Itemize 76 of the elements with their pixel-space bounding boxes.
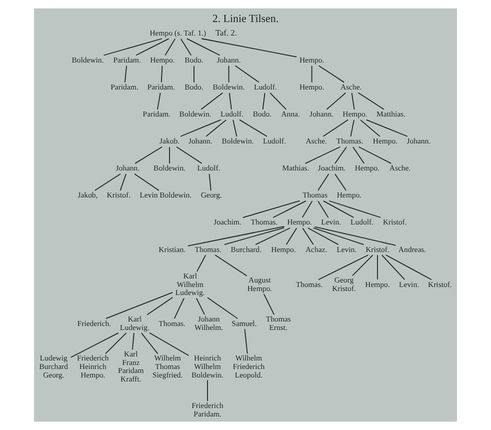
connector [134,173,160,191]
connector [270,92,287,110]
connector [70,332,119,358]
connector [232,119,238,137]
connector [314,226,396,246]
connector [160,65,163,83]
connector [358,92,384,110]
connector [169,146,170,164]
connector [318,65,345,83]
connector [322,200,354,218]
connector [196,298,205,316]
connector [200,92,224,110]
connector [132,332,134,350]
connector [334,146,347,164]
connector [255,228,290,245]
connector [180,38,192,56]
connector [318,200,329,218]
connector [140,332,158,354]
connector [302,200,313,218]
connector [94,173,121,191]
connector [328,200,382,218]
connector [103,38,162,56]
connector [326,92,346,110]
connector [201,38,297,58]
connector [302,228,314,246]
connector [322,119,348,137]
connector [105,332,127,354]
connector [174,298,184,319]
connector [318,254,369,280]
connector [304,146,341,164]
connector [272,200,306,218]
diagram-title: 2. Linie Tilsen. [212,13,279,26]
connector [350,119,354,137]
connector [318,174,330,191]
connector [164,38,176,56]
connector [214,254,248,276]
connector [228,92,232,110]
connector [180,119,222,137]
connector [186,38,220,56]
connector [360,119,380,137]
connector [385,254,432,280]
connector [352,146,365,164]
connector [308,228,339,245]
connector [377,254,378,280]
connector [120,174,126,191]
connector [263,294,275,316]
connector [311,65,312,83]
connector [352,254,374,276]
connector [207,297,238,319]
connector [234,65,260,83]
connector [286,228,298,246]
connector [228,65,230,83]
connector [242,200,300,218]
connector [149,332,190,356]
connector [176,146,202,164]
connector [351,92,355,110]
connector [124,65,128,83]
connector [334,174,347,191]
connector [157,92,161,110]
connector [312,227,364,245]
connector [244,328,248,354]
connector [262,92,266,110]
connector [381,254,406,280]
connector [358,146,392,164]
connector [206,119,227,137]
connector [136,38,170,56]
connector [239,119,268,137]
connector [207,380,208,402]
connector [196,254,206,272]
connector [366,119,408,137]
connector [224,227,285,245]
connector [208,174,212,191]
connector [134,146,162,164]
connector [146,296,174,316]
connector [187,226,285,246]
connector [106,292,173,319]
